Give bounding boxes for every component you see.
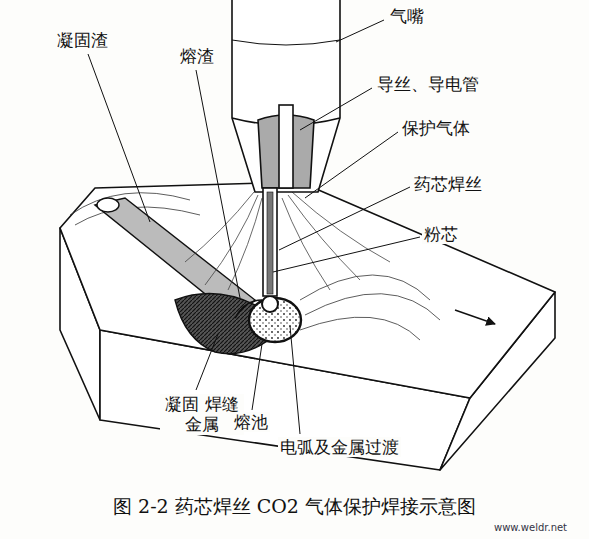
torch bbox=[232, 0, 340, 296]
callout-label: 导丝、导电管 bbox=[375, 74, 481, 94]
plate-top-face bbox=[60, 182, 555, 398]
watermark: www.weldr.net bbox=[492, 522, 569, 534]
callout-label: 保护气体 bbox=[400, 118, 472, 138]
figure-caption: 图 2-2 药芯焊丝 CO2 气体保护焊接示意图 bbox=[0, 494, 589, 520]
wire-guide bbox=[279, 105, 293, 188]
callout-label: 电弧及金属过渡 bbox=[278, 437, 401, 457]
leader-lines bbox=[88, 20, 420, 434]
callout-label: 粉芯 bbox=[422, 224, 460, 244]
shielding-gas bbox=[185, 192, 390, 290]
gas-nozzle bbox=[232, 0, 340, 192]
arc bbox=[262, 296, 278, 312]
flux-cored-wire bbox=[263, 188, 277, 296]
travel-arrow bbox=[455, 310, 495, 324]
callout-label: 熔池 bbox=[232, 412, 270, 432]
bead-start bbox=[97, 198, 119, 212]
callout-label: 熔渣 bbox=[178, 46, 216, 66]
flux-core bbox=[267, 192, 273, 294]
callout-label: 凝固渣 bbox=[55, 30, 110, 50]
callout-label: 气嘴 bbox=[388, 6, 426, 26]
workpiece bbox=[60, 182, 555, 470]
callout-label: 药芯焊丝 bbox=[412, 174, 484, 194]
